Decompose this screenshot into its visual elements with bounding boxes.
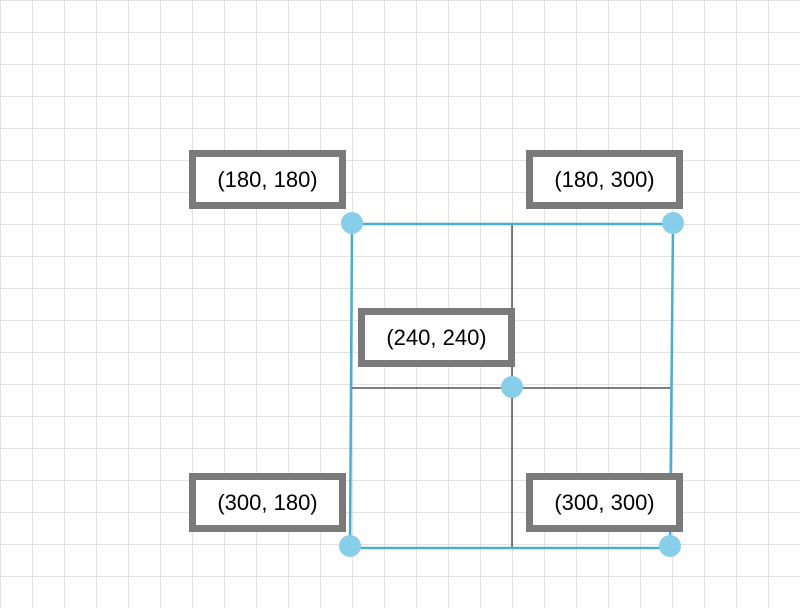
- rect-left-edge: [348, 223, 354, 549]
- handle-bottom-right[interactable]: [659, 535, 681, 557]
- handle-top-left[interactable]: [341, 212, 363, 234]
- label-center-text: (240, 240): [386, 324, 487, 350]
- handle-center[interactable]: [501, 376, 523, 398]
- handle-bottom-left[interactable]: [339, 535, 361, 557]
- label-top-right: (180, 300): [526, 150, 683, 209]
- label-top-left: (180, 180): [189, 150, 346, 209]
- label-center: (240, 240): [358, 308, 515, 367]
- label-bottom-right: (300, 300): [526, 473, 683, 532]
- label-bottom-left-text: (300, 180): [217, 489, 318, 515]
- label-bottom-right-text: (300, 300): [554, 489, 655, 515]
- handle-top-right[interactable]: [662, 212, 684, 234]
- label-top-right-text: (180, 300): [554, 166, 655, 192]
- label-bottom-left: (300, 180): [189, 473, 346, 532]
- label-top-left-text: (180, 180): [217, 166, 318, 192]
